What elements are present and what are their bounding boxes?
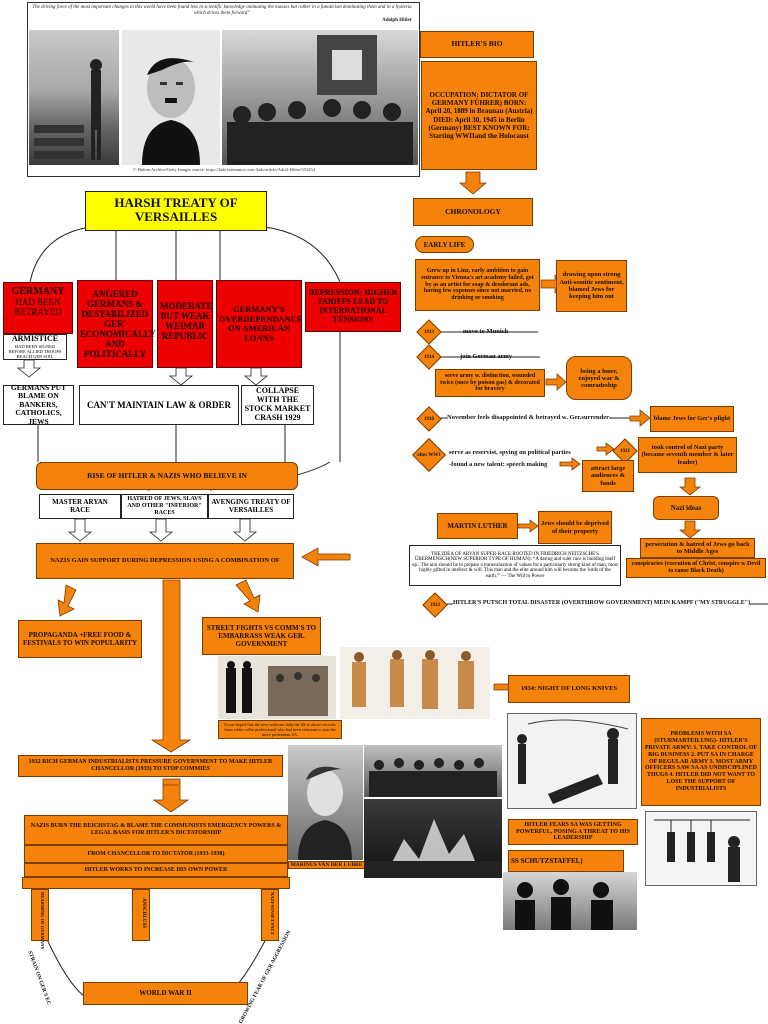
cause-germany-betrayed: GERMANY HAD BEEN BETRAYED bbox=[3, 282, 73, 334]
year-1914-diamond: 1914 bbox=[416, 344, 442, 370]
bio-details: OCCUPATION: DICTATOR OF GERMANY FÜHRER) … bbox=[421, 61, 537, 170]
lubbe-portrait-icon bbox=[298, 766, 352, 860]
hanging-cartoon bbox=[645, 811, 757, 886]
munich-text: move to Munich bbox=[463, 328, 509, 335]
nazi-control-box: took control of Nazi party (became seven… bbox=[638, 437, 737, 473]
ss-officers-figure-icon bbox=[515, 879, 613, 930]
hitler-fears-box: HITLER FEARS SA WAS GETTING POWERFUL, PO… bbox=[508, 819, 638, 845]
fire-figure-icon bbox=[364, 819, 502, 878]
armistice-subtitle: HAD BEEN SIGNED BEFORE ALLIED TROOPS REA… bbox=[8, 343, 62, 359]
increase-power-box: HITLER WORKS TO INCREASE HIS OWN POWER bbox=[24, 863, 288, 877]
hanging-figures-icon bbox=[654, 819, 750, 882]
ss-box: SS SCHUTZSTAFFEL) bbox=[508, 850, 624, 872]
nazi-ideas-box: Nazi ideas bbox=[653, 496, 719, 520]
nazi-rally-photo bbox=[222, 30, 418, 165]
armistice-title: ARMISTICE bbox=[11, 333, 59, 343]
pillar-rearming-label: REARMING OF GERMANY bbox=[40, 892, 45, 950]
cause-depression-tariffs: DEPRESSION: HIGHER TARIFFS LEAD TO INTER… bbox=[305, 282, 401, 332]
pillar-nazi-soviet: NAZI-SOVIET PACT bbox=[261, 889, 279, 941]
belief-hatred: HATRED OF JEWS, SLAVS AND OTHER "INFERIO… bbox=[121, 494, 208, 519]
long-knives-cartoon bbox=[507, 713, 637, 809]
blame-bankers-box: GERMANS PUT BLAME ON BANKERS, CATHOLICS,… bbox=[3, 383, 74, 425]
uniforms-figure-icon bbox=[226, 661, 328, 716]
cause-american-loans: GERMANY'S OVERDEPENDANCE ON AMERICAN LOA… bbox=[216, 280, 303, 368]
crowd-photo bbox=[364, 745, 502, 797]
conspiracies-box: conspiracies (execution of Christ, consp… bbox=[626, 558, 766, 578]
persecution-box: persecution & hatred of Jews go back to … bbox=[640, 538, 755, 558]
antisemitic-box: drawing upon strong Anti-semitic sentime… bbox=[556, 260, 627, 312]
talent-text: -found a new talent: speech making bbox=[449, 461, 548, 468]
serve-army-box: serve army w. distinction, wounded twice… bbox=[435, 369, 545, 397]
chronology-title: CHRONOLOGY bbox=[413, 198, 533, 226]
stock-crash-box: COLLAPSE WITH THE STOCK MARKET CRASH 192… bbox=[241, 385, 314, 425]
sa-figures-icon bbox=[352, 650, 474, 709]
ss-officers-photo bbox=[503, 872, 637, 930]
year-1923-diamond: 1923 bbox=[420, 592, 450, 618]
cartoon-figures-icon bbox=[517, 719, 629, 804]
long-knives-box: 1934: NIGHT OF LONG KNIVES bbox=[508, 675, 630, 703]
sa-uniforms-photo bbox=[340, 647, 490, 719]
street-fights-box: STREET FIGHTS VS COMM'S TO EMBARRASS WEA… bbox=[202, 617, 321, 655]
ss-uniforms-photo bbox=[218, 656, 336, 719]
reservist-text: serve as reservist, spying on political … bbox=[449, 449, 571, 456]
loner-box: being a loner, enjoyed war & comradeship bbox=[566, 356, 632, 400]
sa-problems-box: PROBLEMS WITH SA (STURMABTEILUNG)- HITLE… bbox=[641, 718, 761, 806]
header-quote: The driving force of the most important … bbox=[32, 5, 412, 16]
treaty-title: HARSH TREATY OF VERSAILLES bbox=[85, 191, 267, 231]
van-der-lubbe-photo bbox=[288, 745, 363, 860]
jews-deprived-box: Jews should be deprived of their propert… bbox=[538, 511, 612, 544]
year-1918-diamond: 1918 bbox=[416, 406, 442, 432]
armistice-box: ARMISTICE HAD BEEN SIGNED BEFORE ALLIED … bbox=[3, 334, 67, 360]
pillar-anschluss-label: ANSCHLUSS bbox=[141, 898, 146, 929]
dictator-box: FROM CHANCELLOR TO DICTATOR (1933-1938) bbox=[24, 845, 288, 863]
cause-weak-weimar: MODERATE BUT WEAK WEIMAR REPUBLIC bbox=[157, 280, 213, 368]
cause-germany-subtitle: HAD BEEN BETRAYED bbox=[14, 297, 62, 318]
rise-title: RISE OF HITLER & NAZIS WHO BELIEVE IN bbox=[36, 462, 298, 490]
belief-aryan-race: MASTER ARYAN RACE bbox=[39, 494, 121, 519]
header-quote-author: Adolph Hitler bbox=[382, 18, 412, 23]
industrialists-box: 1932 RICH GERMAN INDUSTRIALISTS PRESSURE… bbox=[18, 755, 283, 777]
putsch-text: HITLER'S PUTSCH TOTAL DISASTER (OVERTHRO… bbox=[453, 600, 751, 606]
rally-figure-icon bbox=[227, 35, 413, 165]
portrait-figure-icon bbox=[142, 58, 200, 165]
cause-germany-title: GERMANY bbox=[11, 286, 65, 297]
propaganda-box: PROPAGANDA +FREE FOOD & FESTIVALS TO WIN… bbox=[18, 620, 142, 658]
law-order-box: CAN'T MAINTAIN LAW & ORDER bbox=[79, 385, 239, 425]
pillar-nazi-soviet-label: NAZI-SOVIET PACT bbox=[270, 892, 275, 935]
marching-soldiers-photo bbox=[29, 30, 119, 165]
lubbe-caption: MARINUS VAN DER LUBBE bbox=[288, 861, 365, 869]
nazis-support-box: NAZIS GAIN SUPPORT DURING DEPRESSION USI… bbox=[36, 543, 294, 579]
blame-jews-box: blame Jews for Ger's plight bbox=[650, 406, 734, 432]
year-1913-diamond: 1913 bbox=[416, 319, 442, 345]
cause-angered-germans: ANGERED GERMANS & DESTABILIZED GER' ECON… bbox=[77, 280, 156, 368]
ww2-box: WORLD WAR II bbox=[83, 982, 248, 1005]
early-life-label: EARLY LIFE bbox=[415, 236, 474, 253]
betrayed-text: November feels disappointed & betrayed w… bbox=[447, 414, 610, 421]
belief-avenging: AVENGING TREATY OF VERSAILLES bbox=[208, 494, 294, 519]
soldiers-figure-icon bbox=[34, 59, 102, 160]
uniform-caption: It was hoped that the new uniforms help … bbox=[218, 720, 342, 739]
grew-up-box: Grew up in Linz, early ambition to gain … bbox=[415, 259, 540, 311]
crowd-figure-icon bbox=[369, 758, 497, 797]
foundation-top bbox=[22, 877, 290, 889]
pillar-rearming: REARMING OF GERMANY bbox=[31, 889, 49, 950]
aryan-quote-box: THE IDEA OF ARYAN SUPER-RACE ROOTED IN F… bbox=[409, 545, 621, 586]
reichstag-fire-photo bbox=[364, 799, 502, 878]
army-text: join German army bbox=[460, 353, 512, 360]
year-1921-diamond: 1921 bbox=[612, 438, 638, 464]
reichstag-box: NAZIS BURN THE REICHSTAG & BLAME THE COM… bbox=[24, 815, 288, 845]
hitler-portrait-photo bbox=[122, 30, 220, 165]
martin-luther-box: MARTIN LUTHER bbox=[437, 513, 518, 539]
header-photo-caption: © Hulton Archive/Getty Images source: ht… bbox=[133, 167, 315, 172]
pillar-anschluss: ANSCHLUSS bbox=[132, 889, 150, 941]
attract-audiences-box: attract large audiences & funds bbox=[582, 460, 634, 492]
bio-title: HITLER'S BIO bbox=[420, 31, 534, 58]
after-ww1-diamond: after WW1 bbox=[412, 438, 446, 472]
